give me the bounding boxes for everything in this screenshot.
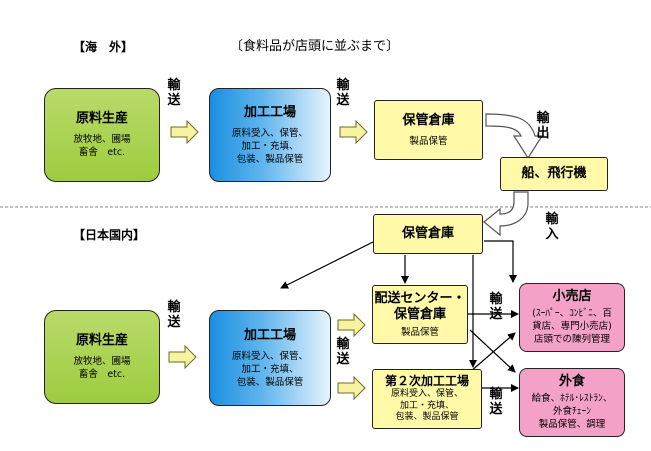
box-title: 外食 — [558, 374, 585, 389]
block-arrow-domestic-raw-to-plant — [168, 344, 197, 370]
box-title: 船、飛行機 — [521, 166, 587, 181]
box-title: 保管倉庫 — [402, 112, 455, 128]
export-label: 輸出 — [536, 111, 550, 141]
transport-label-1: 輸送 — [167, 78, 181, 108]
block-arrow-plant-to-storage — [339, 119, 368, 145]
box-detail: 放牧地、圃場 — [73, 356, 131, 367]
box-detail: 外食ﾁｪｰﾝ — [552, 406, 591, 417]
box-detail: 加工・充填、 — [241, 140, 299, 152]
box-detail: 製品保管、調理 — [538, 419, 606, 430]
box-title: 原料生産 — [75, 111, 128, 126]
overseas-raw-production-box: 原料生産 放牧地、圃場 畜舎 etc. — [44, 88, 160, 182]
block-arrow-plant-to-distribution — [337, 312, 366, 338]
arrow-distribution-to-food — [469, 329, 516, 373]
box-detail: 製品保管 — [400, 326, 439, 338]
box-title: 小売店 — [552, 289, 592, 304]
box-detail: 畜舎 etc. — [78, 147, 126, 158]
domestic-processing-plant-box: 加工工場 原料受入、保管、 加工・充填、 包装、製品保管 — [209, 310, 331, 406]
domestic-section-label: 【日本国内】 — [73, 228, 146, 242]
box-detail: 給食、ﾎﾃﾙ･ﾚｽﾄﾗﾝ、 — [531, 393, 613, 404]
box-detail: 放牧地、圃場 — [73, 134, 131, 145]
box-title: 第２次加工工場 — [384, 374, 469, 389]
box-detail: 原料受入、保管、 — [231, 350, 308, 362]
box-detail: (ｽｰﾊﾟｰ、ｺﾝﾋﾞﾆ、百 — [532, 308, 612, 319]
domestic-storage-warehouse-box: 保管倉庫 — [373, 214, 483, 254]
box-title: 保管倉庫 — [401, 226, 454, 241]
box-detail: 製品保管 — [409, 135, 448, 147]
secondary-processing-plant-box: 第２次加工工場 原料受入、保管、 加工・充填、 包装、製品保管 — [372, 369, 482, 429]
box-detail: 店頭での陳列管理 — [533, 334, 610, 345]
box-detail: 貨店、専門小売店) — [532, 321, 612, 332]
box-title: 配送センター・ — [374, 290, 466, 306]
overseas-processing-plant-box: 加工工場 原料受入、保管、 加工・充填、 包装、製品保管 — [209, 88, 331, 182]
box-detail: 原料受入、保管、 — [231, 127, 308, 139]
box-detail: 畜舎 etc. — [78, 369, 126, 380]
box-title: 保管倉庫 — [393, 306, 446, 322]
curved-arrow-export — [485, 113, 544, 160]
retail-store-box: 小売店 (ｽｰﾊﾟｰ、ｺﾝﾋﾞﾆ、百 貨店、専門小売店) 店頭での陳列管理 — [519, 283, 625, 352]
domestic-raw-production-box: 原料生産 放牧地、圃場 畜舎 etc. — [44, 310, 160, 404]
curved-arrow-import — [483, 191, 529, 237]
overseas-storage-warehouse-box: 保管倉庫 製品保管 — [374, 100, 483, 160]
box-detail: 加工・充填、 — [241, 363, 299, 375]
arrow-secondary-to-retail — [469, 332, 516, 373]
distribution-center-box: 配送センター・ 保管倉庫 製品保管 — [372, 285, 468, 344]
ship-aircraft-box: 船、飛行機 — [500, 157, 608, 191]
box-title: 加工工場 — [243, 104, 296, 120]
box-title: 加工工場 — [243, 327, 296, 343]
overseas-section-label: 【海 外】 — [73, 40, 134, 54]
food-service-box: 外食 給食、ﾎﾃﾙ･ﾚｽﾄﾗﾝ、 外食ﾁｪｰﾝ 製品保管、調理 — [519, 368, 625, 437]
transport-label-5: 輸送 — [489, 292, 503, 322]
box-detail: 原料受入、保管、 — [390, 389, 463, 400]
transport-label-2: 輸送 — [336, 78, 350, 108]
box-detail: 包装、製品保管 — [236, 376, 304, 388]
block-arrow-raw-to-plant — [170, 119, 199, 145]
import-label: 輸入 — [545, 212, 559, 242]
box-detail: 加工・充填、 — [399, 400, 454, 411]
block-arrow-plant-to-secondary — [337, 375, 366, 401]
box-title: 原料生産 — [75, 333, 128, 348]
transport-label-6: 輸送 — [489, 387, 503, 417]
arrow-storage-to-plant — [280, 241, 374, 289]
box-detail: 包装、製品保管 — [395, 412, 459, 423]
transport-label-3: 輸送 — [167, 300, 181, 330]
transport-label-4: 輸送 — [336, 337, 350, 367]
arrow-storage-to-retail — [484, 240, 517, 283]
box-detail: 包装、製品保管 — [236, 153, 304, 165]
diagram-title: 〔食料品が店頭に並ぶまで〕 — [230, 39, 400, 54]
